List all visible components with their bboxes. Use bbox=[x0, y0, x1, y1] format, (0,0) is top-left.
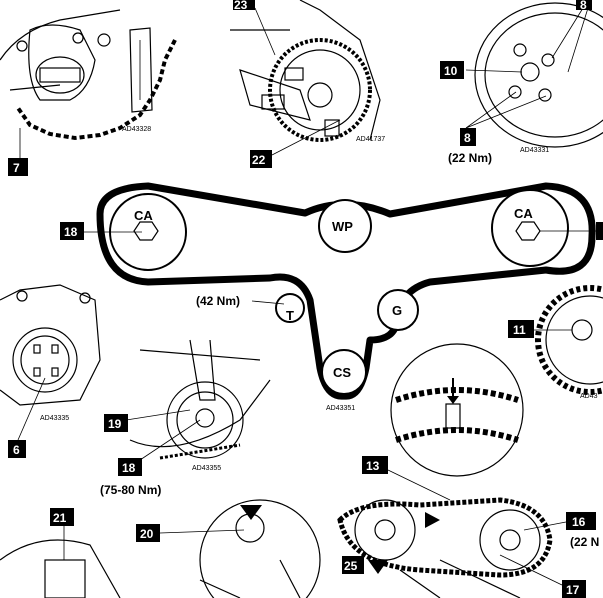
callout-7: 7 bbox=[13, 161, 20, 175]
figure-bottom-left: 21 20 bbox=[0, 499, 321, 598]
callout-17: 17 bbox=[566, 583, 580, 597]
pulley-t: T bbox=[286, 308, 294, 323]
callout-18-top: 18 bbox=[64, 225, 78, 239]
figure-mid-left: AD43335 6 bbox=[0, 284, 101, 458]
callout-20: 20 bbox=[140, 527, 154, 541]
callout-11: 11 bbox=[513, 323, 526, 337]
pulley-cs: CS bbox=[333, 365, 351, 380]
callout-18-bottom: 18 bbox=[122, 461, 136, 475]
figure-mid-right: 11 AD43 bbox=[508, 285, 603, 400]
figure-code-1: AD43328 bbox=[122, 126, 151, 133]
torque-t: (42 Nm) bbox=[196, 294, 240, 308]
figure-code-6: AD43355 bbox=[192, 465, 221, 472]
belt-routing: CA WP CA T G CS 18 (42 Nm) AD43351 bbox=[60, 182, 603, 412]
generator-pulley bbox=[377, 289, 419, 331]
pulley-ca-right: CA bbox=[514, 206, 533, 221]
figure-code-7: AD43 bbox=[580, 393, 598, 400]
callout-8-top: 8 bbox=[580, 0, 587, 12]
callout-10: 10 bbox=[444, 64, 458, 78]
callout-8-bottom: 8 bbox=[464, 131, 471, 145]
figure-code-5: AD43351 bbox=[326, 405, 355, 412]
callout-23: 23 bbox=[234, 0, 248, 12]
torque-8: (22 Nm) bbox=[448, 151, 492, 165]
pulley-g: G bbox=[392, 303, 402, 318]
callout-19: 19 bbox=[108, 417, 122, 431]
callout-21: 21 bbox=[53, 511, 67, 525]
torque-16: (22 N bbox=[570, 535, 599, 549]
figure-top-right: 8 10 8 (22 Nm) AD43331 bbox=[440, 0, 603, 165]
figure-code-3: AD43331 bbox=[520, 147, 549, 154]
pulley-ca-left: CA bbox=[134, 208, 153, 223]
figure-center-left: 19 18 (75-80 Nm) AD43355 bbox=[100, 339, 271, 497]
figure-code-4: AD43335 bbox=[40, 415, 69, 422]
figure-bottom-right: 13 16 (22 N 25 17 bbox=[337, 343, 599, 598]
figure-top-left: AD43328 7 bbox=[0, 9, 177, 176]
callout-13: 13 bbox=[366, 459, 380, 473]
cam-pulley-right bbox=[491, 189, 569, 267]
callout-25: 25 bbox=[344, 559, 358, 573]
tensioner-pulley bbox=[275, 293, 305, 323]
figure-top-center: 23 22 AD41737 bbox=[230, 0, 385, 168]
torque-18: (75-80 Nm) bbox=[100, 483, 161, 497]
water-pump-pulley bbox=[318, 199, 372, 253]
crankshaft-pulley bbox=[321, 349, 367, 395]
figure-code-2: AD41737 bbox=[356, 136, 385, 143]
callout-22: 22 bbox=[252, 153, 266, 167]
pulley-wp: WP bbox=[332, 219, 353, 234]
callout-6: 6 bbox=[13, 443, 20, 457]
callout-16: 16 bbox=[572, 515, 586, 529]
